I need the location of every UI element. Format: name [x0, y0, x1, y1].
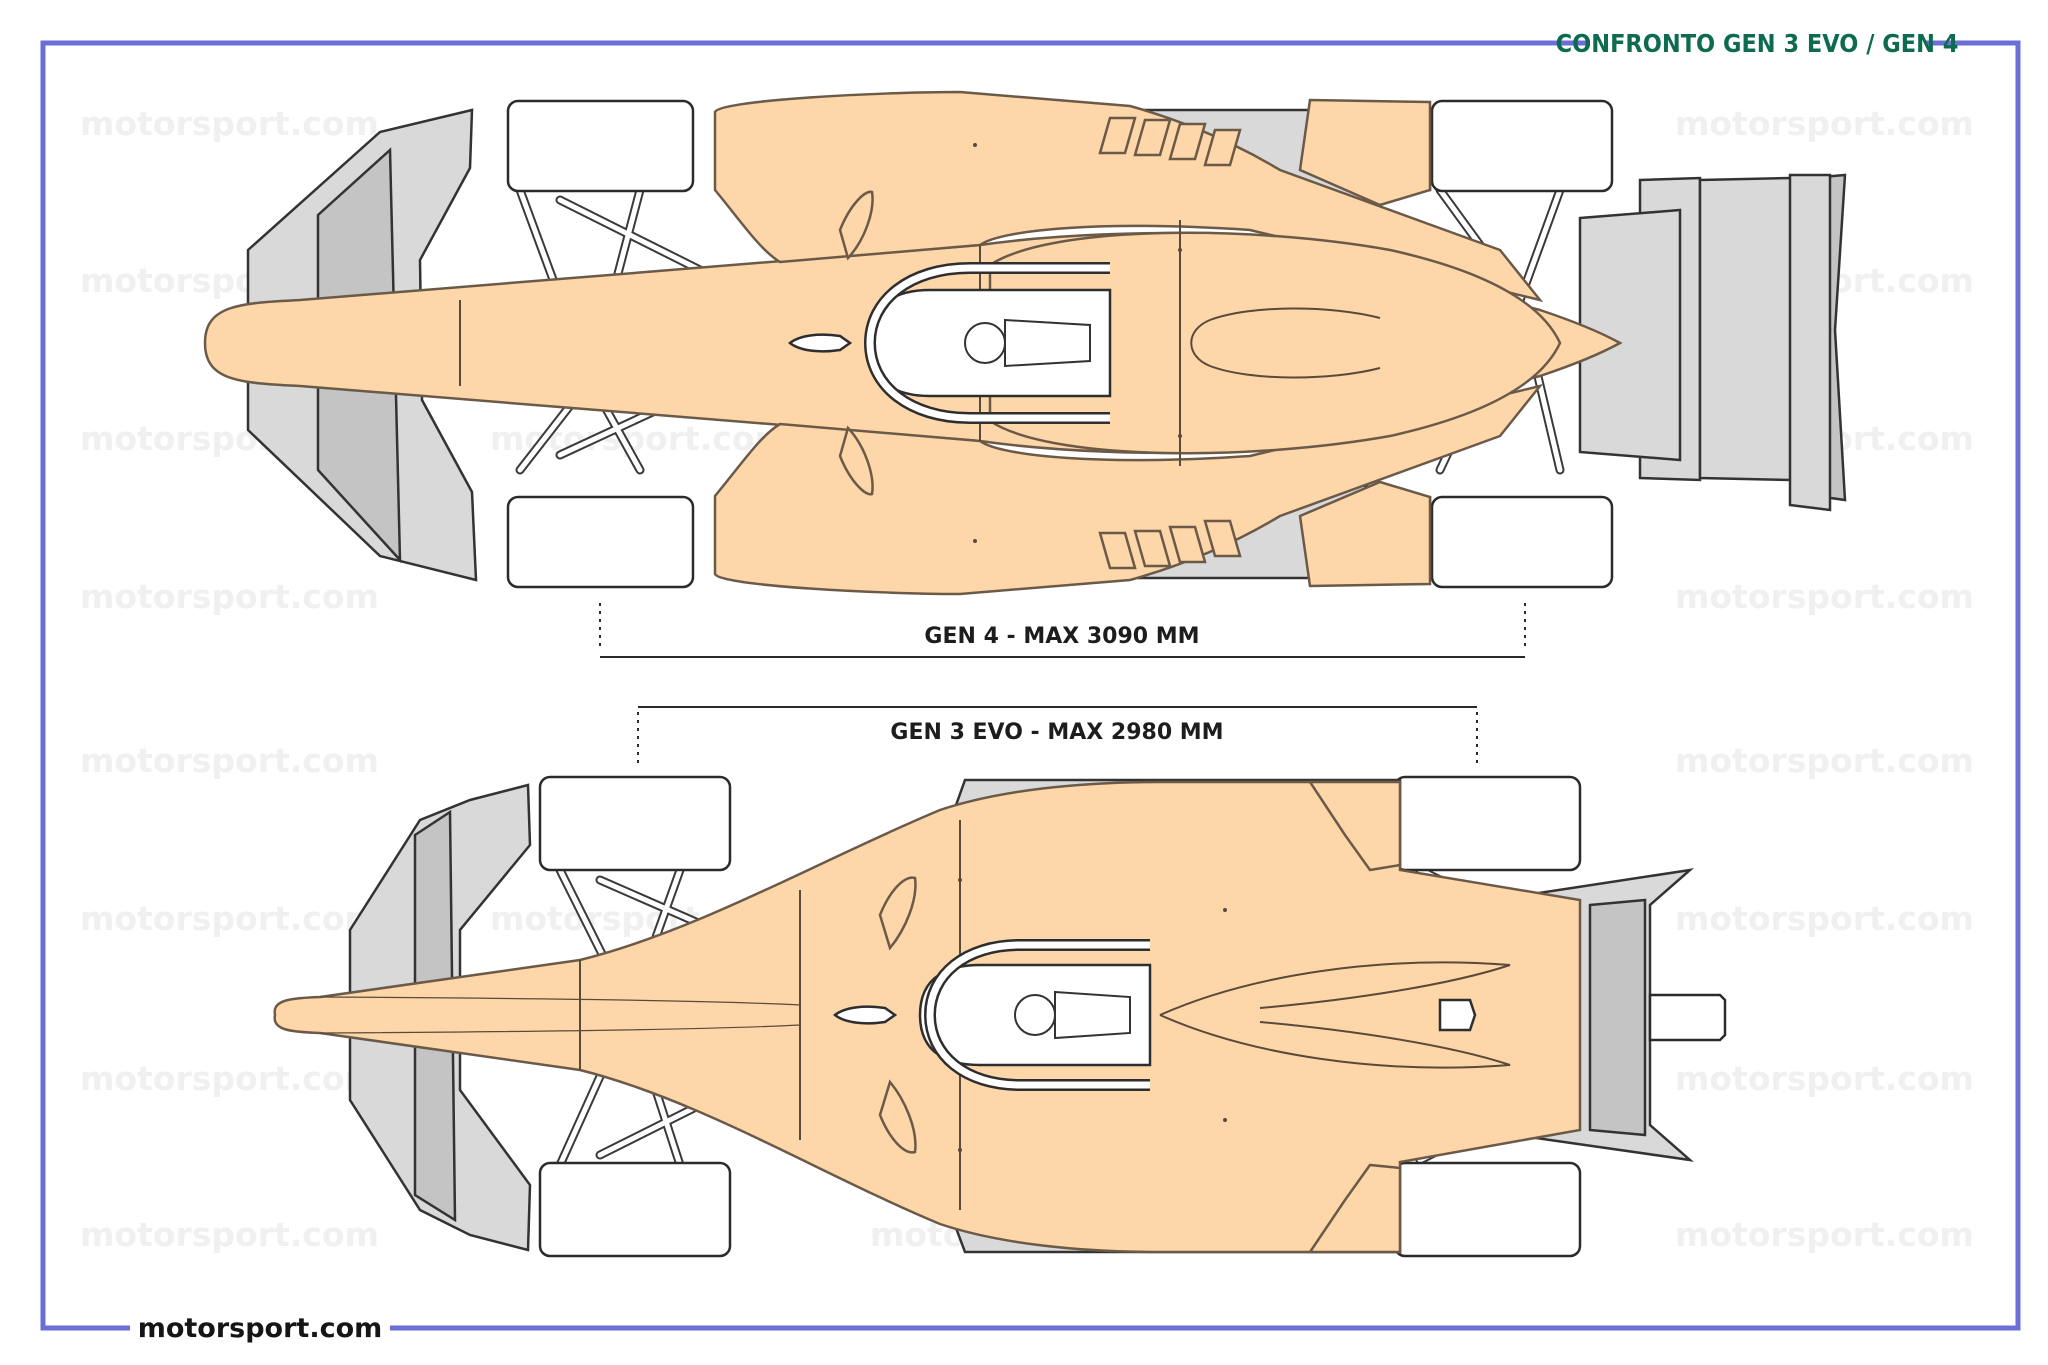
watermark: motorsport.com [1675, 104, 1974, 143]
tyre-front-left [538, 775, 732, 872]
driver [1014, 990, 1131, 1040]
rear-wing-mainplane [1578, 208, 1682, 462]
tyre-rear-left [1393, 775, 1582, 872]
watermark: motorsport.com [80, 1059, 379, 1098]
frame-border-left [40, 40, 1590, 1331]
rear-light [1648, 993, 1727, 1042]
car-gen4 [203, 90, 1847, 596]
tyre-front-left [506, 99, 695, 193]
camera-pod [832, 1005, 898, 1025]
car-gen3evo [273, 775, 1727, 1258]
brand-logo: motorsport.com [138, 1313, 383, 1344]
fastener-dots [958, 878, 1227, 1152]
engine-cover-intake [1190, 307, 1381, 379]
engine-cover-lines [1159, 961, 1511, 1069]
tyre-rear-left [1430, 99, 1614, 193]
watermark: motorsport.com [1675, 899, 1974, 938]
tyre-front-right [538, 1161, 732, 1258]
driver [964, 318, 1091, 368]
rear-wing-endplate [1788, 173, 1832, 512]
watermark: motorsport.com [1675, 1059, 1974, 1098]
dimension-label-gen3evo: GEN 3 EVO - MAX 2980 MM [890, 720, 1223, 745]
mirror-right [878, 1079, 917, 1154]
rear-wing-endplate [1588, 898, 1647, 1137]
mirror-left [838, 190, 874, 261]
rear-bodywork-left [1298, 98, 1432, 207]
fastener-dots [973, 143, 1182, 543]
rear-tail [1438, 998, 1477, 1032]
tyre-rear-right [1430, 495, 1614, 589]
tyre-front-right [506, 495, 695, 589]
engine-cover [988, 231, 1562, 455]
tyre-rear-right [1393, 1161, 1582, 1258]
camera-pod [787, 333, 853, 353]
watermark: motorsport.com [80, 741, 379, 780]
cooling-louvres [1098, 116, 1242, 570]
watermark: motorsport.com [80, 899, 379, 938]
watermark: motorsport.com [1675, 741, 1974, 780]
watermark: motorsport.com [1675, 577, 1974, 616]
watermark: motorsport.com [80, 577, 379, 616]
rear-bodywork-right [1307, 1163, 1402, 1254]
watermark: motorsport.com [1675, 1215, 1974, 1254]
mirror-right [838, 425, 874, 496]
nose-ridge [319, 996, 801, 1034]
frame [40, 40, 2021, 1331]
rear-bodywork-left [1307, 780, 1402, 872]
rear-bodywork-right [1298, 480, 1432, 588]
mirror-left [878, 876, 917, 951]
dimension-gen4: GEN 4 - MAX 3090 MM [599, 603, 1526, 658]
dimension-gen3evo: GEN 3 EVO - MAX 2980 MM [637, 706, 1478, 763]
watermark: motorsport.com [80, 104, 379, 143]
dimension-label-gen4: GEN 4 - MAX 3090 MM [924, 624, 1199, 649]
page-title: CONFRONTO GEN 3 EVO / GEN 4 [1556, 29, 1959, 58]
frame-border-right [390, 40, 2021, 1331]
watermark: motorsport.com [80, 1215, 379, 1254]
